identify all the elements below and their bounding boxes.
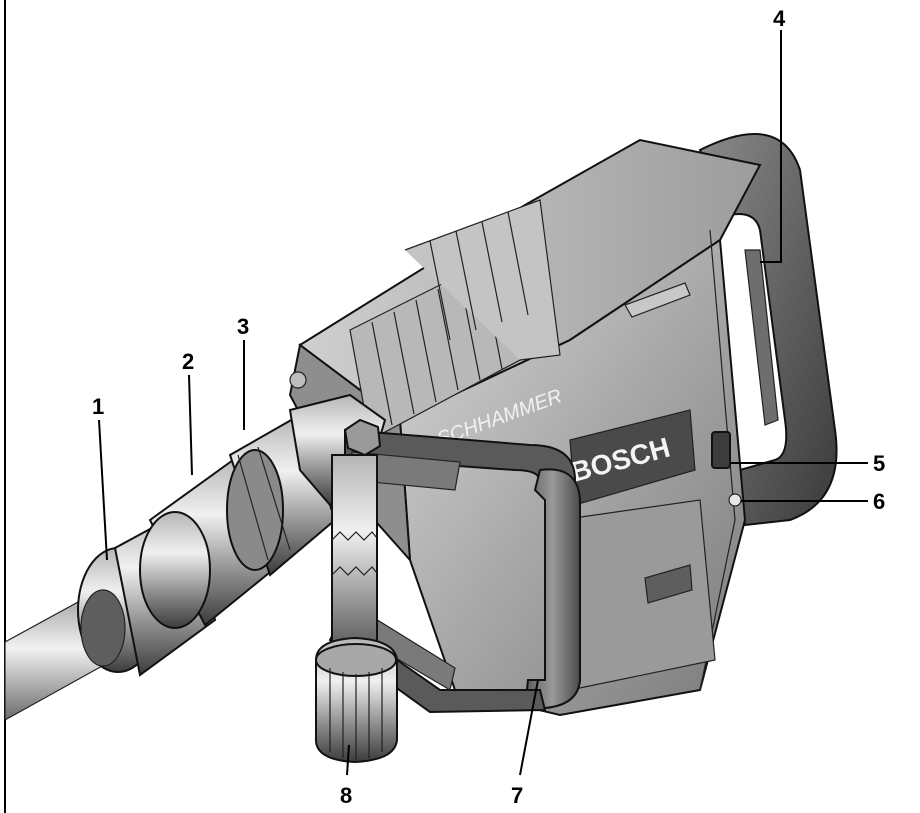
callout-number-5: 5 — [873, 451, 885, 476]
rear-handle — [698, 133, 838, 527]
callout-number-8: 8 — [340, 783, 352, 808]
callout-number-1: 1 — [92, 394, 104, 419]
handle-clamp-post — [331, 418, 382, 676]
callout-number-6: 6 — [873, 489, 885, 514]
housing-bolt — [289, 371, 307, 389]
on-off-switch — [711, 431, 731, 469]
leader-line-1 — [98, 419, 108, 561]
leader-line-7 — [519, 679, 539, 776]
clamping-knob — [315, 636, 398, 764]
callout-number-4: 4 — [773, 6, 786, 31]
leader-line-4 — [760, 30, 782, 263]
leader-lines — [98, 30, 868, 776]
callout-number-7: 7 — [511, 783, 523, 808]
callout-number-3: 3 — [237, 314, 249, 339]
leader-line-8 — [346, 744, 350, 776]
indicator-lamp — [728, 493, 742, 507]
callout-number-2: 2 — [182, 349, 194, 374]
leader-line-2 — [188, 374, 193, 476]
